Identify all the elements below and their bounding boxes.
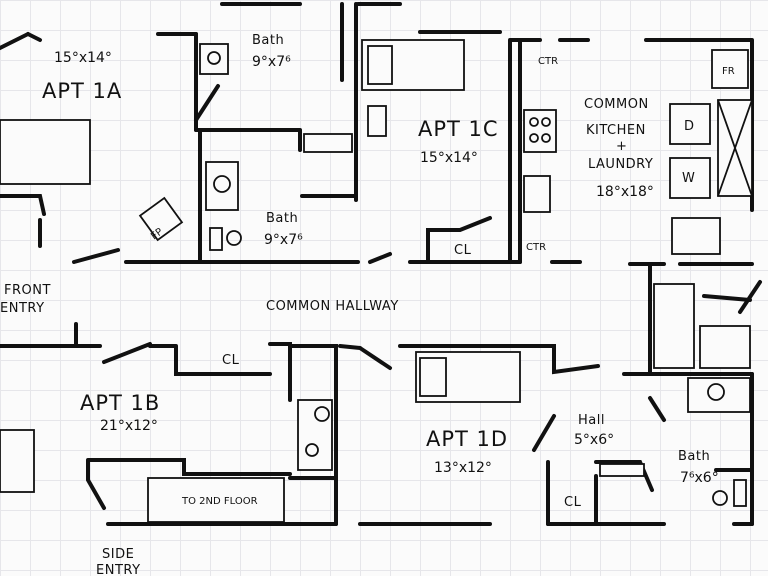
sink-bowl-right bbox=[707, 383, 725, 401]
wall-right-block bbox=[628, 262, 754, 376]
common-kitchen-line-3: + bbox=[616, 139, 627, 154]
stove bbox=[523, 109, 557, 153]
apt-1c-dimensions: 15°x14° bbox=[420, 150, 478, 166]
bathtub-1d-inner bbox=[419, 357, 447, 397]
to-2nd-floor-label: TO 2ND FLOOR bbox=[181, 496, 258, 507]
counter-bottom-label: CTR bbox=[526, 242, 546, 253]
toilet-bath-right bbox=[712, 490, 728, 506]
bath-right-label: Bath bbox=[678, 449, 710, 464]
stair-right bbox=[653, 283, 695, 369]
walls bbox=[0, 2, 762, 526]
burner-1 bbox=[529, 117, 539, 127]
fridge-label: FR bbox=[722, 66, 735, 77]
bed-1a bbox=[0, 119, 91, 185]
dryer-label: D bbox=[684, 119, 695, 134]
bath-top-dimensions: 9°x7⁶ bbox=[252, 54, 291, 70]
common-hallway-label: COMMON HALLWAY bbox=[266, 299, 399, 314]
wall-right-door bbox=[738, 280, 762, 314]
wall-cl-1c bbox=[426, 216, 492, 264]
apt-1b-dimensions: 21°x12° bbox=[100, 418, 158, 434]
sink-bath-right bbox=[687, 377, 751, 413]
kitchen-dimensions: 18°x18° bbox=[596, 184, 654, 200]
wall-1a-bottom-left bbox=[0, 194, 120, 264]
apt-1d-label: APT 1D bbox=[426, 427, 508, 451]
side-entry-line-1: SIDE bbox=[102, 547, 134, 562]
wall-1c-top bbox=[356, 2, 502, 34]
bath-right-dimensions: 7⁶x6° bbox=[680, 470, 719, 486]
bath-top-label: Bath bbox=[252, 33, 284, 48]
wall-bath-top bbox=[194, 2, 344, 132]
dryer bbox=[669, 103, 711, 145]
kitchen-table bbox=[671, 217, 721, 255]
stair-right-2 bbox=[699, 325, 751, 369]
toilet-bath-mid bbox=[226, 230, 242, 246]
apt-1c-label: APT 1C bbox=[418, 117, 499, 141]
wall-1c-left bbox=[300, 2, 358, 202]
toilet-bowl-1b bbox=[314, 406, 330, 422]
wall-1b-inner bbox=[86, 344, 338, 526]
hall-label: Hall bbox=[578, 413, 605, 428]
wall-1a-top bbox=[0, 32, 198, 50]
wall-1c-right bbox=[508, 38, 542, 264]
wall-bath-right bbox=[714, 372, 754, 526]
wall-hallway-top bbox=[124, 252, 582, 264]
bath-mid-dimensions: 9°x7⁶ bbox=[264, 232, 303, 248]
wall-1a-right bbox=[194, 128, 302, 264]
toilet-top bbox=[199, 43, 229, 75]
wall-1b-door bbox=[102, 342, 152, 364]
common-kitchen-line-1: COMMON bbox=[584, 97, 649, 112]
bathtub-1c-inner bbox=[367, 45, 393, 85]
sink-bowl-mid bbox=[213, 175, 231, 193]
apt-1d-dimensions: 13°x12° bbox=[434, 460, 492, 476]
common-kitchen-line-4: LAUNDRY bbox=[588, 157, 653, 172]
counter-top-label: CTR bbox=[538, 56, 558, 67]
stair-1b bbox=[147, 477, 285, 523]
bed-1b bbox=[0, 429, 35, 493]
closet-1b-label: CL bbox=[222, 353, 240, 368]
apt-1b-label: APT 1B bbox=[80, 391, 160, 415]
washer-label: W bbox=[682, 171, 695, 186]
toilet-bowl-top bbox=[207, 51, 221, 65]
burner-3 bbox=[529, 133, 539, 143]
side-entry-line-2: ENTRY bbox=[96, 563, 141, 576]
front-entry-line-2: ENTRY bbox=[0, 301, 45, 316]
fireplace bbox=[138, 196, 184, 242]
washer bbox=[669, 157, 711, 199]
closet-hall-1d bbox=[599, 463, 645, 477]
kitchen-sink bbox=[523, 175, 551, 213]
wall-hallway-bottom bbox=[0, 322, 650, 402]
bath-mid-label: Bath bbox=[266, 211, 298, 226]
fridge bbox=[711, 49, 749, 89]
wall-hall-1d bbox=[594, 396, 666, 526]
sink-bath-mid bbox=[205, 161, 239, 211]
common-kitchen-line-2: KITCHEN bbox=[586, 123, 646, 138]
pantry-cross bbox=[717, 99, 753, 197]
apt-1a-label: APT 1A bbox=[42, 79, 122, 103]
sink-1c bbox=[367, 105, 387, 137]
wall-1d-door bbox=[532, 414, 556, 526]
burner-2 bbox=[541, 117, 551, 127]
wall-1a-door bbox=[194, 84, 220, 122]
apt-1a-dimensions: 15°x14° bbox=[54, 50, 112, 66]
hall-dimensions: 5°x6° bbox=[574, 432, 614, 448]
tub-bath-right bbox=[733, 479, 747, 507]
sink-1b bbox=[305, 443, 319, 457]
tub-bath-mid bbox=[209, 227, 223, 251]
front-entry-line-1: FRONT bbox=[4, 283, 51, 298]
labels: 15°x14° APT 1A Bath 9°x7⁶ APT 1C 15°x14°… bbox=[0, 33, 735, 576]
closet-1c-label: CL bbox=[454, 243, 472, 258]
closet-1d-label: CL bbox=[564, 495, 582, 510]
fixtures bbox=[0, 39, 753, 523]
burner-4 bbox=[541, 133, 551, 143]
closet-1c bbox=[303, 133, 353, 153]
